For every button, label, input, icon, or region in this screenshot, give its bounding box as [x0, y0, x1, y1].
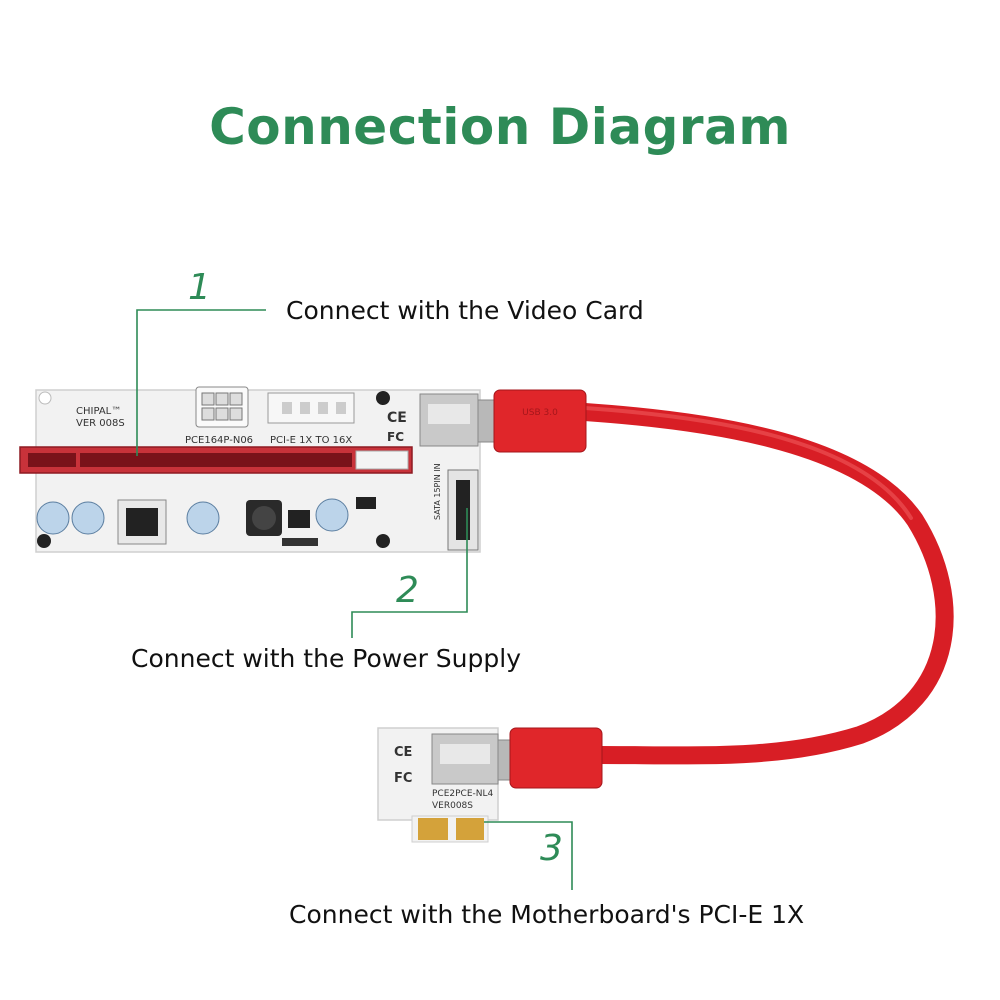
adapter-fc-mark: FC — [394, 771, 412, 786]
riser-version-text: VER 008S — [76, 418, 125, 429]
riser-plug-text: USB 3.0 — [522, 408, 558, 418]
callout-number-3: 3 — [540, 828, 563, 869]
riser-fc-mark: FC — [387, 430, 404, 444]
adapter-version-text: VER008S — [432, 801, 473, 811]
leader-line-3 — [484, 821, 573, 890]
callout-number-2: 2 — [396, 570, 419, 611]
callout-text-2: Connect with the Power Supply — [131, 644, 522, 673]
page-title: Connection Diagram — [209, 98, 791, 156]
adapter-board: CE FC PCE2PCE-NL4 VER008S — [377, 727, 499, 843]
leader-line-1 — [136, 309, 266, 456]
riser-model-text: PCE164P-N06 — [185, 435, 253, 446]
riser-board: CHIPAL™ VER 008S PCE164P-N06 PCI-E 1X TO… — [19, 386, 481, 553]
leader-line-2 — [351, 508, 468, 638]
riser-sata-text: SATA 15PIN IN — [433, 463, 442, 520]
usb-cable — [576, 403, 954, 765]
adapter-model-text: PCE2PCE-NL4 — [432, 789, 494, 799]
callout-text-3: Connect with the Motherboard's PCI-E 1X — [289, 900, 805, 929]
riser-slot-text: PCI-E 1X TO 16X — [270, 435, 352, 446]
adapter-usb-plug — [497, 727, 603, 789]
callout-text-1: Connect with the Video Card — [286, 296, 644, 325]
riser-usb-plug: USB 3.0 — [477, 389, 587, 453]
callout-number-1: 1 — [188, 267, 211, 308]
riser-brand-text: CHIPAL™ — [76, 406, 121, 417]
riser-ce-mark: CE — [387, 410, 407, 426]
adapter-ce-mark: CE — [394, 745, 412, 760]
